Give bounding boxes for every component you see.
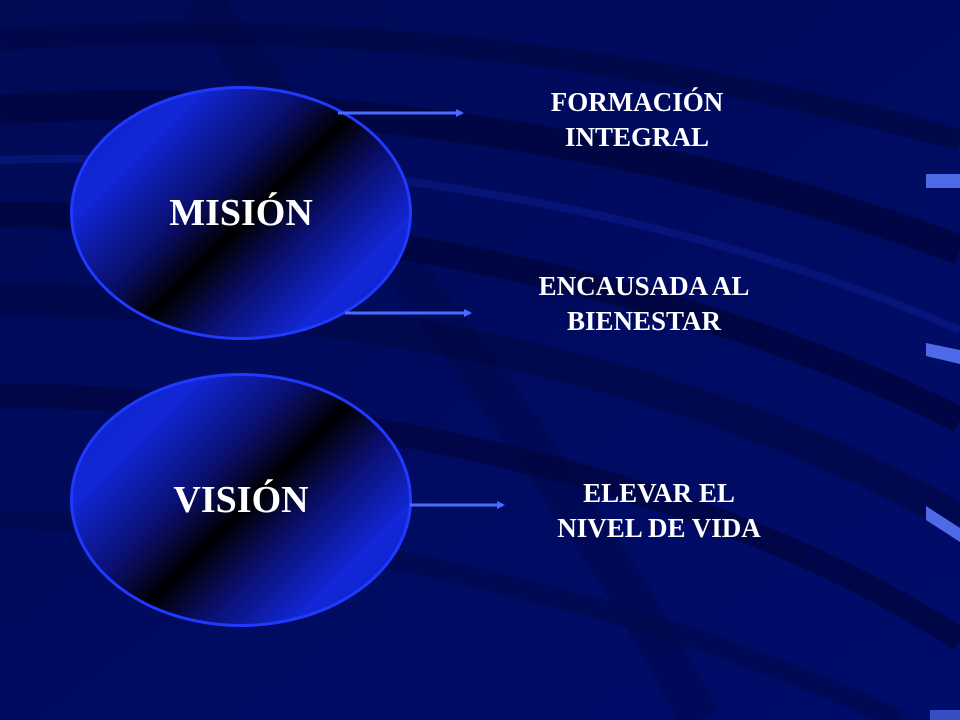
- goal-line: ELEVAR EL: [583, 478, 735, 508]
- goal-line: FORMACIÓN: [550, 87, 724, 117]
- vision-oval: [70, 373, 412, 627]
- goal-line: INTEGRAL: [564, 122, 710, 152]
- mision-oval: [70, 86, 412, 340]
- goal-line: NIVEL DE VIDA: [557, 513, 761, 543]
- mision-label: MISIÓN: [169, 192, 313, 234]
- goal-encausada-bienestar: ENCAUSADA AL BIENESTAR: [494, 269, 794, 339]
- goal-formacion-integral: FORMACIÓN INTEGRAL: [487, 85, 787, 155]
- goal-elevar-nivel: ELEVAR EL NIVEL DE VIDA: [509, 476, 809, 546]
- goal-line: ENCAUSADA AL: [538, 271, 750, 301]
- goal-line: BIENESTAR: [566, 306, 722, 336]
- vision-label: VISIÓN: [173, 479, 309, 521]
